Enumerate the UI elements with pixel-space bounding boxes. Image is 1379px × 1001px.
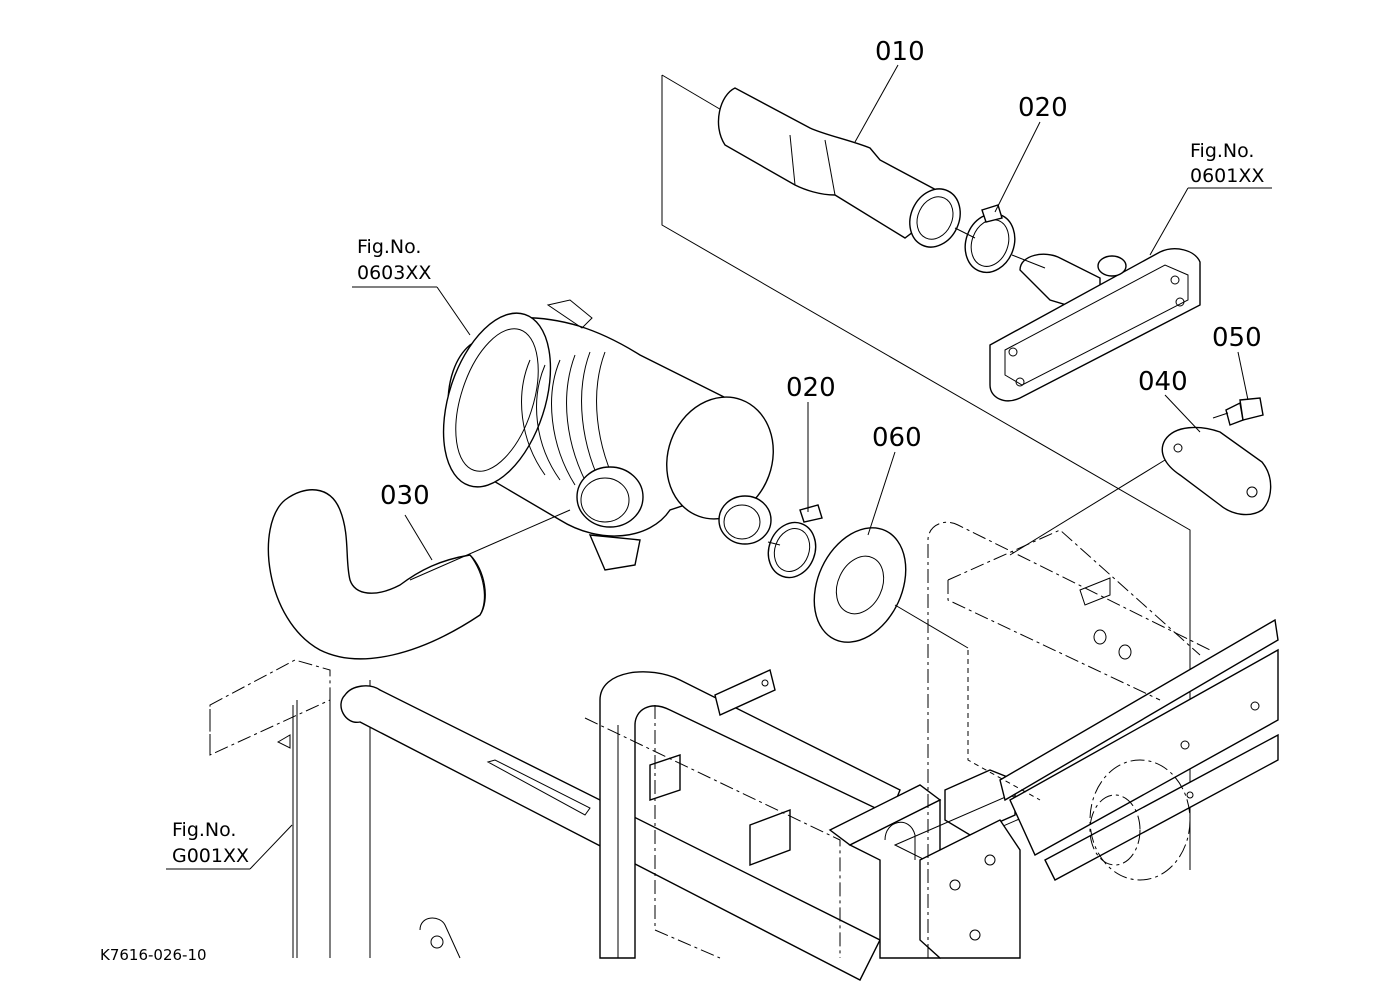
air-cleaner-assembly xyxy=(442,299,774,571)
part-020-lower-clamp xyxy=(767,504,823,579)
label-part-020-upper: 020 xyxy=(1018,93,1068,123)
fig-ref-g001-prefix: Fig.No. xyxy=(172,819,236,841)
intake-manifold xyxy=(989,248,1201,402)
part-030-elbow-hose xyxy=(267,489,486,660)
drawing-code: K7616-026-10 xyxy=(100,946,207,964)
fig-ref-0603-prefix: Fig.No. xyxy=(357,236,421,258)
fig-ref-0601-code: 0601XX xyxy=(1190,165,1264,187)
tractor-frame xyxy=(209,521,1279,981)
label-part-020-lower: 020 xyxy=(786,373,836,403)
part-040-cover-plate xyxy=(1161,426,1272,516)
part-060-gasket xyxy=(813,527,907,643)
fig-ref-0601-prefix: Fig.No. xyxy=(1190,140,1254,162)
label-part-050: 050 xyxy=(1212,323,1262,353)
label-part-010: 010 xyxy=(875,37,925,67)
label-part-030: 030 xyxy=(380,481,430,511)
callout-leaders xyxy=(166,64,1272,870)
label-part-060: 060 xyxy=(872,423,922,453)
part-050-bolt xyxy=(1225,397,1264,426)
figure-reference-labels: Fig.No. 0601XX Fig.No. 0603XX Fig.No. G0… xyxy=(172,140,1264,867)
part-020-upper-clamp xyxy=(964,204,1016,274)
assembly-center-lines xyxy=(409,227,1229,649)
part-labels: 010 020 020 030 040 050 060 xyxy=(380,37,1262,511)
fig-ref-g001-code: G001XX xyxy=(172,845,249,867)
fig-ref-0603-code: 0603XX xyxy=(357,262,431,284)
part-010-inlet-hose xyxy=(717,87,961,248)
label-part-040: 040 xyxy=(1138,367,1188,397)
